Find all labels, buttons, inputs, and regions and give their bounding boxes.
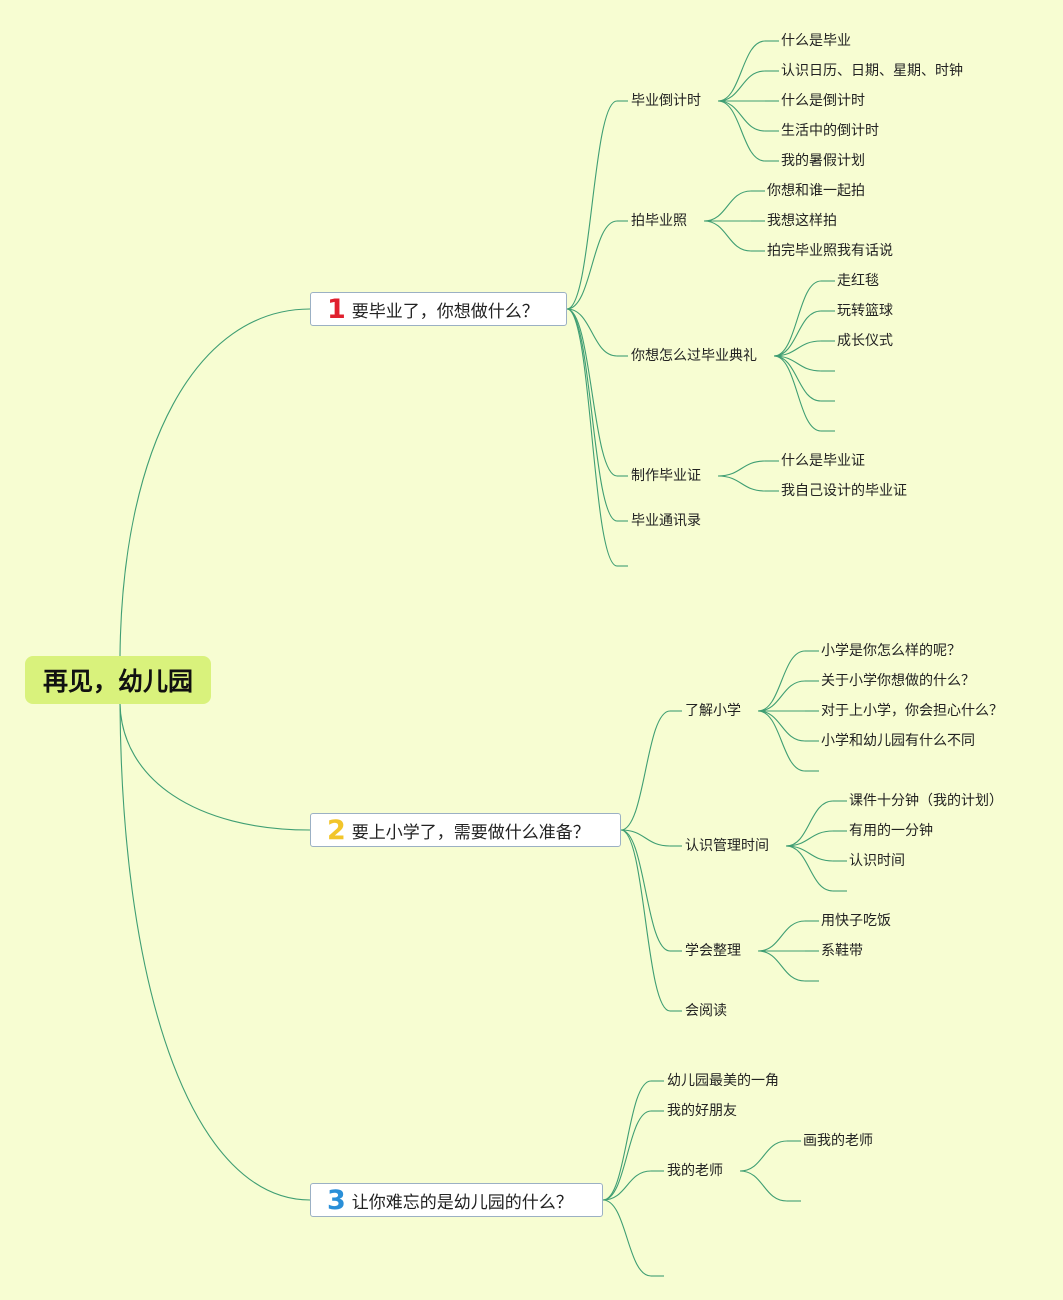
topic-my-teacher[interactable]: 我的老师 (667, 1163, 723, 1179)
branch-2-node[interactable]: 2 要上小学了，需要做什么准备？ (310, 813, 621, 847)
connector-ceremony-2 (773, 340, 822, 357)
connector-ceremony-4 (773, 355, 822, 402)
connector-topic-1-3 (566, 308, 618, 357)
connector-topic-2-1 (620, 710, 671, 831)
connector-countdown-3 (717, 100, 766, 132)
connector-certificate-1 (717, 475, 766, 492)
connector-topic-2-3 (620, 829, 671, 952)
connector-time-0 (785, 800, 834, 847)
connector-photo-0 (703, 190, 752, 222)
branch-1-number: 1 (327, 293, 346, 325)
connector-topic-3-4 (602, 1199, 652, 1277)
leaf-photo-how[interactable]: 我想这样拍 (767, 213, 837, 229)
connector-ceremony-5 (773, 355, 822, 432)
connector-photo-2 (703, 220, 752, 252)
connector-topic-2-4 (620, 829, 671, 1012)
leaf-what-is-certificate[interactable]: 什么是毕业证 (781, 453, 865, 469)
leaf-countdown-in-life[interactable]: 生活中的倒计时 (781, 123, 879, 139)
topic-know-primary-school[interactable]: 了解小学 (685, 703, 741, 719)
connector-topic-1-6 (566, 308, 618, 567)
topic-good-friends[interactable]: 我的好朋友 (667, 1103, 737, 1119)
topic-graduation-ceremony[interactable]: 你想怎么过毕业典礼 (631, 348, 757, 364)
connector-teacher-1 (739, 1170, 788, 1202)
topic-beautiful-corner[interactable]: 幼儿园最美的一角 (667, 1073, 779, 1089)
connector-topic-3-1 (602, 1080, 652, 1201)
connector-certificate-0 (717, 460, 766, 477)
connector-topic-1-2 (566, 220, 618, 310)
branch-3-label: 让你难忘的是幼儿园的什么？ (351, 1192, 573, 1213)
connector-topic-1-5 (566, 308, 618, 522)
topic-make-certificate[interactable]: 制作毕业证 (631, 468, 701, 484)
root-node[interactable]: 再见，幼儿园 (25, 656, 211, 704)
branch-3-number: 3 (327, 1184, 346, 1216)
connector-ceremony-1 (773, 310, 822, 357)
leaf-what-is-countdown[interactable]: 什么是倒计时 (781, 93, 865, 109)
branch-1-node[interactable]: 1 要毕业了，你想做什么？ (310, 292, 567, 326)
root-to-branch-1 (119, 308, 311, 657)
branch-2-number: 2 (327, 814, 346, 846)
leaf-my-certificate[interactable]: 我自己设计的毕业证 (781, 483, 907, 499)
topic-address-book[interactable]: 毕业通讯录 (631, 513, 701, 529)
leaf-draw-teacher[interactable]: 画我的老师 (803, 1133, 873, 1149)
root-to-branch-2 (119, 703, 311, 831)
root-to-branch-3 (119, 703, 311, 1201)
leaf-useful-minute[interactable]: 有用的一分钟 (849, 823, 933, 839)
connector-topic-3-3 (602, 1170, 652, 1201)
leaf-school-differences[interactable]: 小学和幼儿园有什么不同 (821, 733, 975, 749)
branch-3-node[interactable]: 3 让你难忘的是幼儿园的什么？ (310, 1183, 603, 1217)
connector-organize-2 (757, 950, 806, 982)
connector-countdown-0 (717, 40, 766, 102)
leaf-summer-plan[interactable]: 我的暑假计划 (781, 153, 865, 169)
leaf-school-worries[interactable]: 对于上小学，你会担心什么？ (821, 703, 1003, 719)
connector-teacher-0 (739, 1140, 788, 1172)
connector-time-2 (785, 845, 834, 862)
connector-primary-0 (757, 650, 806, 712)
topic-time-management[interactable]: 认识管理时间 (685, 838, 769, 854)
leaf-what-is-graduation[interactable]: 什么是毕业 (781, 33, 851, 49)
leaf-basketball[interactable]: 玩转篮球 (837, 303, 893, 319)
topic-graduation-photo[interactable]: 拍毕业照 (631, 213, 687, 229)
connector-topic-2-2 (620, 829, 671, 847)
leaf-growth-ceremony[interactable]: 成长仪式 (837, 333, 893, 349)
branch-2-label: 要上小学了，需要做什么准备？ (351, 822, 590, 843)
connector-organize-0 (757, 920, 806, 952)
leaf-know-time[interactable]: 认识时间 (849, 853, 905, 869)
connector-primary-3 (757, 710, 806, 742)
topic-reading[interactable]: 会阅读 (685, 1003, 727, 1019)
leaf-ten-minute-plan[interactable]: 课件十分钟（我的计划） (849, 793, 1003, 809)
topic-learn-organize[interactable]: 学会整理 (685, 943, 741, 959)
connector-topic-3-2 (602, 1110, 652, 1201)
leaf-photo-with-whom[interactable]: 你想和谁一起拍 (767, 183, 865, 199)
branch-1-label: 要毕业了，你想做什么？ (351, 301, 539, 322)
root-label: 再见，幼儿园 (42, 667, 193, 696)
leaf-photo-words[interactable]: 拍完毕业照我有话说 (767, 243, 893, 259)
connector-primary-1 (757, 680, 806, 712)
connector-ceremony-0 (773, 280, 822, 357)
leaf-red-carpet[interactable]: 走红毯 (837, 273, 879, 289)
connector-time-1 (785, 830, 834, 847)
connector-countdown-4 (717, 100, 766, 162)
connector-time-3 (785, 845, 834, 892)
leaf-school-want-do[interactable]: 关于小学你想做的什么？ (821, 673, 975, 689)
connector-countdown-1 (717, 70, 766, 102)
connector-topic-1-4 (566, 308, 618, 477)
leaf-school-like-what[interactable]: 小学是你怎么样的呢？ (821, 643, 961, 659)
leaf-chopsticks[interactable]: 用快子吃饭 (821, 913, 891, 929)
leaf-calendar-date-clock[interactable]: 认识日历、日期、星期、时钟 (781, 63, 963, 79)
topic-graduation-countdown[interactable]: 毕业倒计时 (631, 93, 701, 109)
connector-topic-1-1 (566, 100, 618, 310)
leaf-tie-shoelaces[interactable]: 系鞋带 (821, 943, 863, 959)
connector-primary-4 (757, 710, 806, 772)
